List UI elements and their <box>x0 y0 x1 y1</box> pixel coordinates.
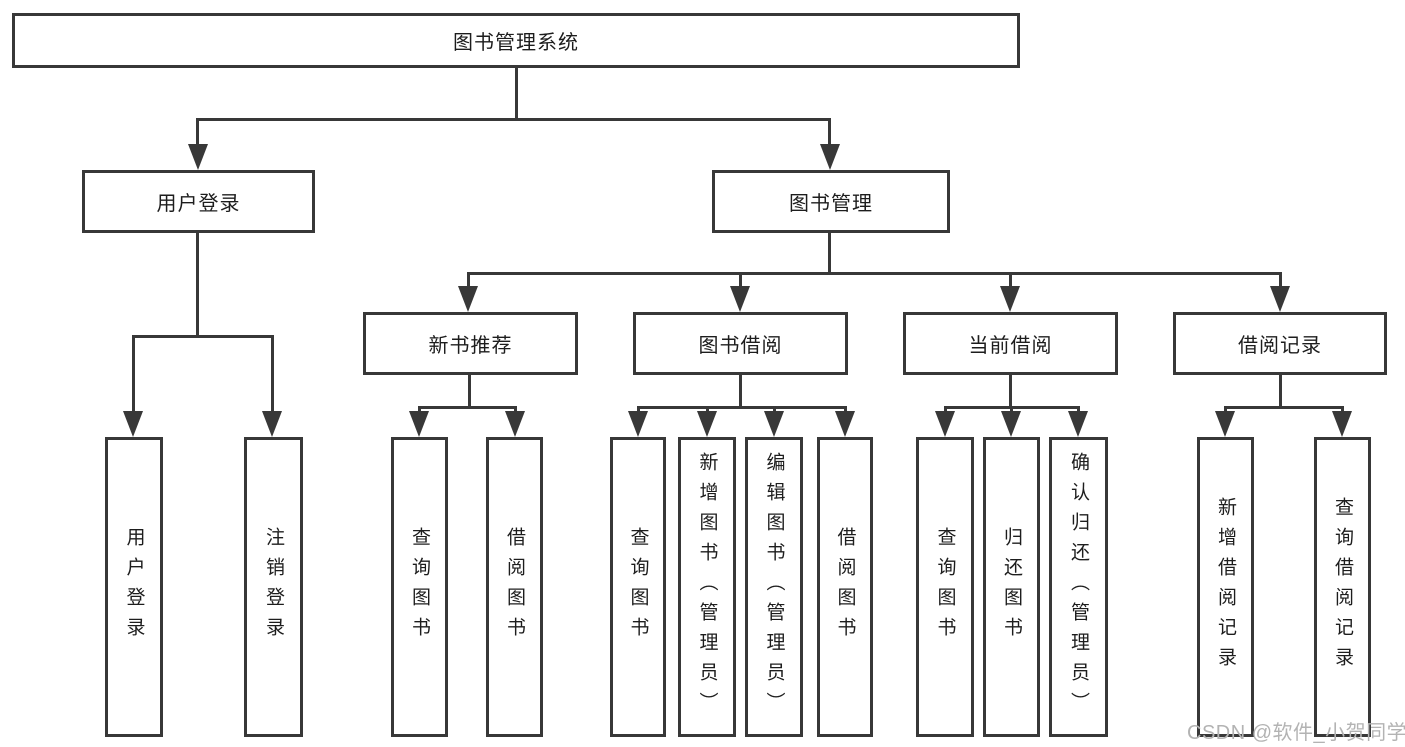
leaf-bb-edit-books-admin: 编辑图书（管理员） <box>745 437 803 737</box>
arrow-down-icon <box>409 411 429 437</box>
connector-line <box>418 406 517 409</box>
connector-line <box>196 233 199 335</box>
leaf-cb-return-books: 归还图书 <box>983 437 1040 737</box>
connector-line <box>1009 272 1012 290</box>
connector-line <box>271 335 274 415</box>
node-new-book-recommend: 新书推荐 <box>363 312 578 375</box>
arrow-down-icon <box>628 411 648 437</box>
arrow-down-icon <box>188 144 208 170</box>
connector-line <box>515 68 518 118</box>
leaf-user-login: 用户登录 <box>105 437 163 737</box>
connector-line <box>1279 272 1282 290</box>
leaf-br-add-record: 新增借阅记录 <box>1197 437 1254 737</box>
arrow-down-icon <box>935 411 955 437</box>
node-borrow-records: 借阅记录 <box>1173 312 1387 375</box>
arrow-down-icon <box>764 411 784 437</box>
connector-line <box>637 406 847 409</box>
leaf-cb-query-books: 查询图书 <box>916 437 974 737</box>
connector-line <box>739 272 742 290</box>
node-book-borrow: 图书借阅 <box>633 312 848 375</box>
leaf-bb-add-books-admin: 新增图书（管理员） <box>678 437 736 737</box>
connector-line <box>739 375 742 409</box>
arrow-down-icon <box>1270 286 1290 312</box>
node-user-login: 用户登录 <box>82 170 315 233</box>
csdn-watermark: CSDN @软件_小贺同学 <box>1187 722 1405 744</box>
connector-line <box>828 233 831 275</box>
connector-line <box>1009 375 1012 409</box>
connector-line <box>196 118 831 121</box>
connector-line <box>467 272 1282 275</box>
connector-line <box>828 118 831 148</box>
arrow-down-icon <box>1000 286 1020 312</box>
arrow-down-icon <box>458 286 478 312</box>
arrow-down-icon <box>1001 411 1021 437</box>
node-library-system: 图书管理系统 <box>12 13 1020 68</box>
arrow-down-icon <box>123 411 143 437</box>
arrow-down-icon <box>820 144 840 170</box>
connector-line <box>468 375 471 409</box>
leaf-logout: 注销登录 <box>244 437 303 737</box>
node-book-management: 图书管理 <box>712 170 950 233</box>
leaf-nb-query-books: 查询图书 <box>391 437 448 737</box>
node-current-borrow: 当前借阅 <box>903 312 1118 375</box>
connector-line <box>196 118 199 148</box>
connector-line <box>1279 375 1282 409</box>
arrow-down-icon <box>1215 411 1235 437</box>
connector-line <box>1224 406 1344 409</box>
arrow-down-icon <box>505 411 525 437</box>
leaf-br-query-record: 查询借阅记录 <box>1314 437 1371 737</box>
leaf-bb-borrow-books: 借阅图书 <box>817 437 873 737</box>
leaf-cb-confirm-return-admin: 确认归还（管理员） <box>1049 437 1108 737</box>
arrow-down-icon <box>697 411 717 437</box>
arrow-down-icon <box>730 286 750 312</box>
arrow-down-icon <box>1068 411 1088 437</box>
connector-line <box>132 335 135 415</box>
connector-line <box>132 335 274 338</box>
connector-line <box>467 272 470 290</box>
arrow-down-icon <box>835 411 855 437</box>
arrow-down-icon <box>1332 411 1352 437</box>
leaf-bb-query-books: 查询图书 <box>610 437 666 737</box>
arrow-down-icon <box>262 411 282 437</box>
leaf-nb-borrow-books: 借阅图书 <box>486 437 543 737</box>
